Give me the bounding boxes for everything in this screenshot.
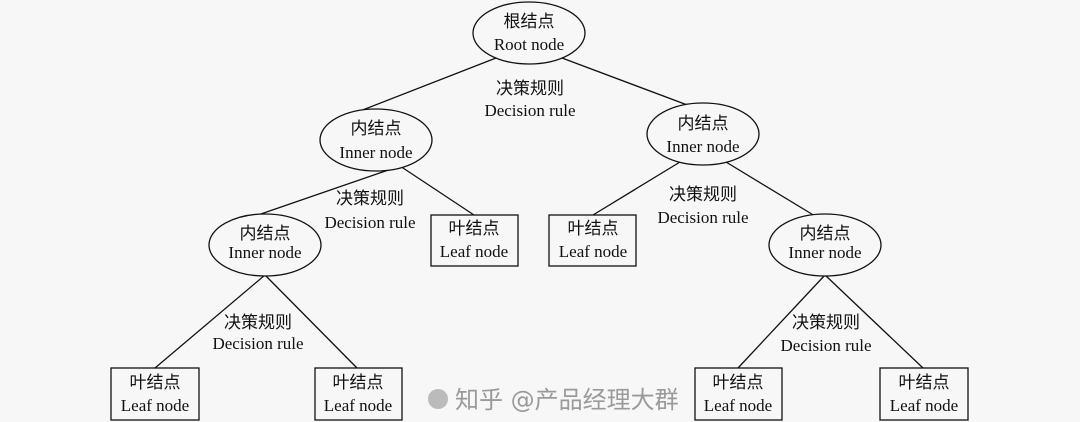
edge: [254, 165, 401, 217]
node-label-en: Inner node: [339, 143, 412, 162]
rule-labels: 决策规则 Decision rule 决策规则 Decision rule 决策…: [212, 79, 871, 355]
rule-label-en: Decision rule: [780, 336, 871, 355]
node-label-zh: 叶结点: [333, 373, 384, 392]
node-shapes: [110, 1, 969, 421]
node-label-zh: 内结点: [800, 224, 851, 243]
inner-node-left: [319, 108, 433, 172]
rule-label-en: Decision rule: [657, 208, 748, 227]
rule-label-en: Decision rule: [484, 101, 575, 120]
node-labels: 根结点 Root node 内结点 Inner node 内结点 Inner n…: [121, 12, 958, 415]
node-label-zh: 叶结点: [449, 219, 500, 238]
node-label-zh: 根结点: [504, 12, 555, 31]
inner-node-left-2: [208, 213, 322, 277]
edge: [154, 274, 266, 369]
rule-label-en: Decision rule: [212, 334, 303, 353]
node-label-en: Inner node: [788, 243, 861, 262]
edge: [264, 274, 358, 369]
rule-label-zh: 决策规则: [792, 313, 860, 332]
edge: [359, 57, 497, 112]
rule-label-en: Decision rule: [324, 213, 415, 232]
root-node: [472, 1, 586, 65]
leaf-node-3: [110, 367, 200, 421]
rule-label-zh: 决策规则: [336, 189, 404, 208]
rule-label-zh: 决策规则: [224, 313, 292, 332]
edge: [592, 161, 681, 216]
leaf-node-1: [430, 214, 519, 267]
node-label-en: Leaf node: [890, 396, 958, 415]
rule-label-zh: 决策规则: [496, 79, 564, 98]
node-label-en: Leaf node: [440, 242, 508, 261]
node-label-en: Leaf node: [559, 242, 627, 261]
leaf-node-4: [314, 367, 403, 421]
node-label-zh: 叶结点: [899, 373, 950, 392]
node-label-en: Inner node: [666, 137, 739, 156]
leaf-node-2: [548, 214, 637, 267]
node-label-zh: 内结点: [240, 224, 291, 243]
leaf-node-5: [694, 367, 783, 421]
node-label-en: Leaf node: [704, 396, 772, 415]
inner-node-right: [646, 102, 760, 166]
node-label-zh: 叶结点: [568, 219, 619, 238]
node-label-en: Leaf node: [324, 396, 392, 415]
node-label-en: Root node: [494, 35, 564, 54]
edge: [399, 165, 475, 216]
node-label-en: Inner node: [228, 243, 301, 262]
node-label-en: Leaf node: [121, 396, 189, 415]
edge: [737, 274, 826, 369]
node-label-zh: 内结点: [351, 119, 402, 138]
edge: [824, 274, 924, 369]
node-label-zh: 叶结点: [130, 373, 181, 392]
inner-node-right-2: [768, 213, 882, 277]
watermark-logo-icon: [428, 389, 448, 409]
leaf-node-6: [879, 367, 969, 421]
edges: [154, 57, 924, 369]
watermark-text: 知乎 @产品经理大群: [455, 386, 679, 414]
watermark: 知乎 @产品经理大群: [428, 386, 679, 414]
rule-label-zh: 决策规则: [669, 185, 737, 204]
node-label-zh: 内结点: [678, 114, 729, 133]
node-label-zh: 叶结点: [713, 373, 764, 392]
edge: [725, 161, 816, 217]
edge: [561, 57, 691, 107]
